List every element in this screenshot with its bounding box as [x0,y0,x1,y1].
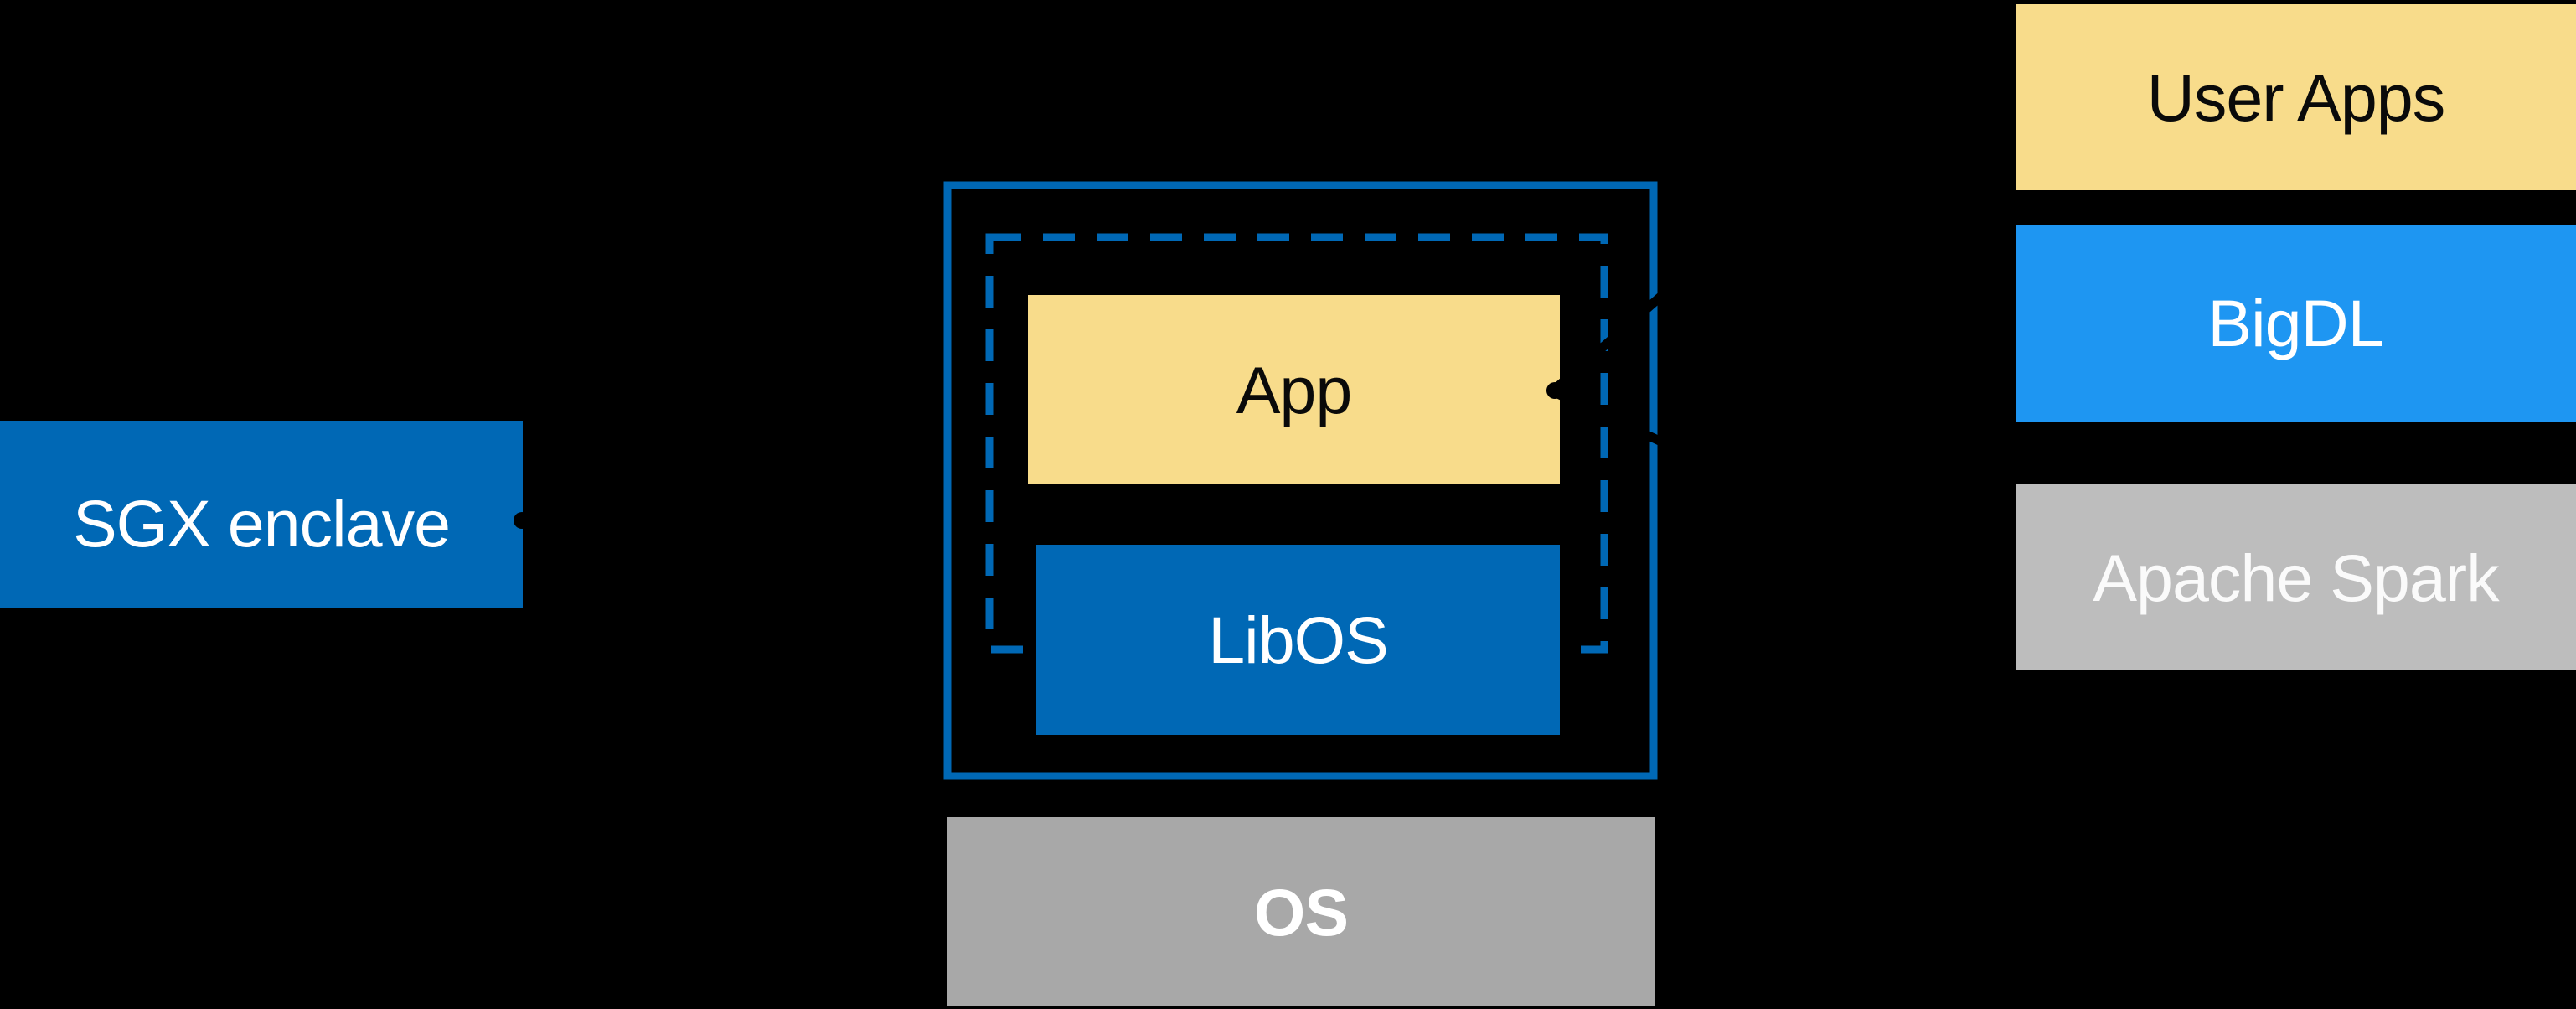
connector-line-upper-to-app [1547,235,1731,396]
connector-line-to-sgx [535,509,927,522]
connector-line-lower-to-app [1547,386,2011,606]
arrowhead-dot-app [1546,382,1563,399]
enclave-dashed-border [985,233,1608,654]
enclave-solid-border [943,181,1658,780]
arrowhead-dot-sgx [514,512,530,529]
